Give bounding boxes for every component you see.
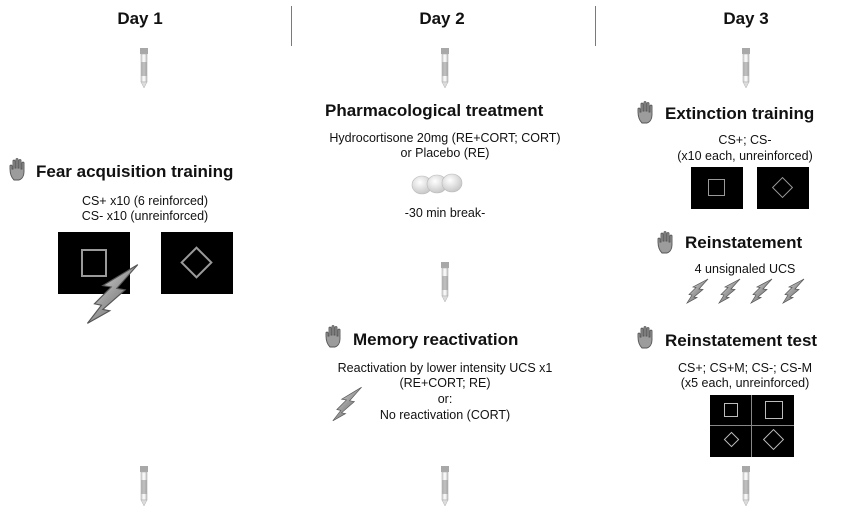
- grid-divider: [710, 425, 794, 426]
- fear-acquisition-line-1: CS+ x10 (6 reinforced): [81, 194, 209, 208]
- blood-tube-icon: [440, 466, 450, 506]
- memory-reactivation-line-2: (RE+CORT; RE): [399, 376, 491, 390]
- memory-reactivation-line-3: or:: [437, 392, 453, 406]
- blood-tube-icon: [440, 48, 450, 88]
- blood-tube-icon: [741, 48, 751, 88]
- reinstatement-test-stimulus-grid: [710, 395, 794, 457]
- pharmacological-line-2: or Placebo (RE): [400, 146, 490, 160]
- extinction-training-title: Extinction training: [665, 104, 815, 123]
- hand-icon: [656, 230, 678, 254]
- square-shape: [81, 249, 107, 277]
- blood-tube-icon: [741, 466, 751, 506]
- pharmacological-line-1: Hydrocortisone 20mg (RE+CORT; CORT): [329, 131, 561, 145]
- pharmacological-treatment-title: Pharmacological treatment: [325, 101, 544, 120]
- hand-icon: [324, 324, 346, 348]
- blood-tube-icon: [440, 262, 450, 302]
- reinstatement-line-1: 4 unsignaled UCS: [694, 262, 796, 276]
- square-shape: [708, 179, 725, 196]
- diamond-shape: [180, 246, 213, 279]
- grid-divider: [751, 395, 752, 457]
- shock-bolt-icon: [782, 278, 806, 304]
- memory-reactivation-line-4: No reactivation (CORT): [379, 408, 511, 422]
- cs-minus-diamond: [723, 431, 740, 448]
- day-1-heading: Day 1: [117, 9, 163, 28]
- break-label: -30 min break-: [404, 206, 486, 220]
- reinstatement-test-title: Reinstatement test: [665, 331, 818, 350]
- divider-day1-day2: [291, 6, 292, 46]
- diamond-shape: [771, 176, 794, 199]
- fear-acquisition-line-2: CS- x10 (unreinforced): [81, 209, 209, 223]
- cs-square-stimulus: [691, 167, 743, 209]
- shock-bolt-icon: [686, 278, 710, 304]
- shock-bolt-icon: [86, 262, 142, 326]
- cs-diamond-stimulus: [161, 232, 233, 294]
- blood-tube-icon: [139, 48, 149, 88]
- shock-bolt-icon: [332, 386, 364, 422]
- cs-plus-square: [724, 403, 738, 417]
- hand-icon: [8, 157, 30, 181]
- divider-day2-day3: [595, 6, 596, 46]
- cs-diamond-stimulus: [757, 167, 809, 209]
- hand-icon: [636, 100, 658, 124]
- cs-plus-m-square: [765, 401, 783, 419]
- cs-minus-m-diamond: [762, 428, 785, 451]
- memory-reactivation-title: Memory reactivation: [353, 330, 519, 349]
- shock-bolt-icon: [750, 278, 774, 304]
- hand-icon: [636, 325, 658, 349]
- shock-bolt-icon: [718, 278, 742, 304]
- memory-reactivation-line-1: Reactivation by lower intensity UCS x1: [337, 361, 553, 375]
- reinstatement-test-line-2: (x5 each, unreinforced): [680, 376, 810, 390]
- fear-acquisition-title: Fear acquisition training: [36, 162, 234, 181]
- day-2-heading: Day 2: [419, 9, 465, 28]
- reinstatement-title: Reinstatement: [685, 233, 803, 252]
- extinction-line-2: (x10 each, unreinforced): [677, 149, 813, 163]
- reinstatement-test-line-1: CS+; CS+M; CS-; CS-M: [677, 361, 813, 375]
- pills-icon: [411, 173, 463, 195]
- day-3-heading: Day 3: [723, 9, 769, 28]
- blood-tube-icon: [139, 466, 149, 506]
- extinction-line-1: CS+; CS-: [718, 133, 772, 147]
